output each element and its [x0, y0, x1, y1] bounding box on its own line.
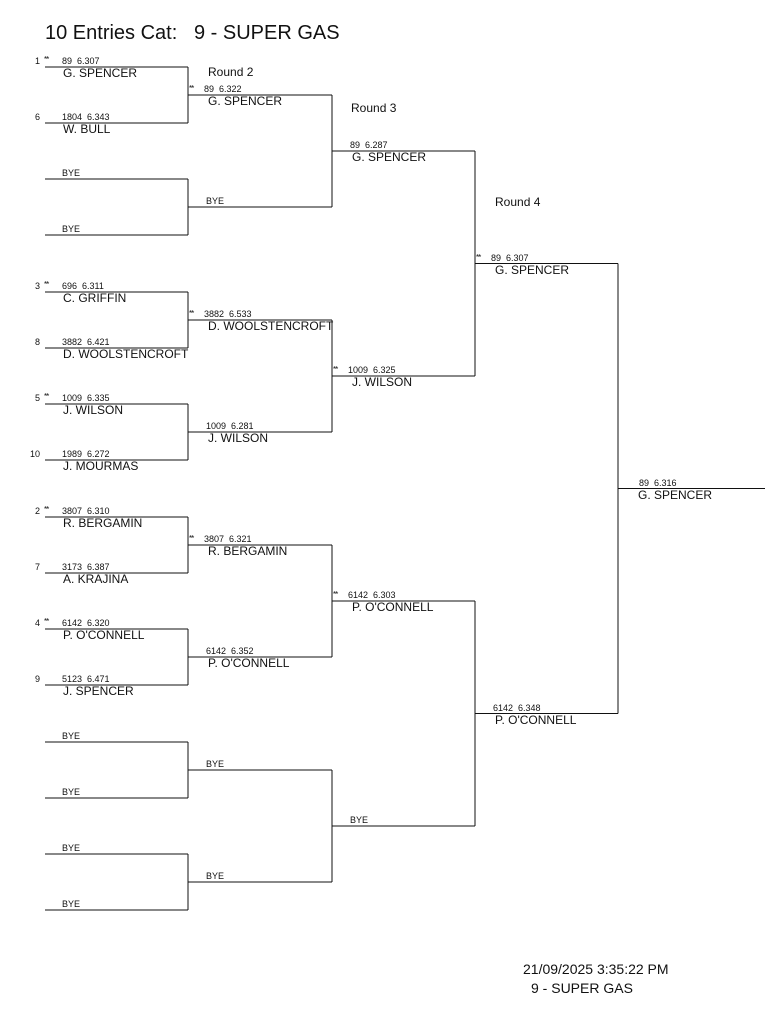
seed-number: 2 [34, 506, 40, 516]
bye-label: BYE [206, 196, 225, 206]
entry-name: G. SPENCER [352, 150, 427, 164]
entry-info: 89 6.307 [491, 252, 529, 263]
footer-timestamp: 21/09/2025 3:35:22 PM [523, 961, 669, 977]
entry-name: C. GRIFFIN [63, 291, 127, 305]
seed-number: 7 [34, 562, 40, 572]
entry-info: 3882 6.533 [204, 309, 252, 319]
entry-info: 1009 6.325 [348, 365, 396, 375]
entry-name: A. KRAJINA [63, 572, 129, 586]
entry-name: W. BULL [63, 122, 111, 136]
entry-name: G. SPENCER [63, 66, 138, 80]
entry-info: 3807 6.321 [204, 534, 252, 544]
bye-label: BYE [62, 224, 81, 234]
entry-name: R. BERGAMIN [208, 544, 288, 558]
seed-number: 5 [34, 393, 40, 403]
bye-label: BYE [62, 787, 81, 797]
bye-label: BYE [62, 731, 81, 741]
seed-number: 10 [29, 449, 40, 459]
seed-number: 9 [34, 674, 40, 684]
bye-label: BYE [62, 899, 81, 909]
entry-info: 3807 6.310 [62, 506, 110, 516]
advance-marker: ** [333, 590, 338, 599]
advance-marker: ** [44, 55, 49, 64]
entry-info: 6142 6.303 [348, 590, 396, 600]
round-3-label: Round 3 [351, 101, 397, 115]
entry-info: 696 6.311 [62, 281, 104, 291]
advance-marker: ** [44, 505, 49, 514]
advance-marker: ** [189, 84, 194, 93]
advance-marker: ** [189, 309, 194, 318]
entry-info: 1009 6.335 [62, 393, 110, 403]
advance-marker: ** [44, 392, 49, 401]
seed-number: 3 [34, 281, 40, 291]
entry-name: J. WILSON [63, 403, 124, 417]
entry-info: 5123 6.471 [62, 674, 110, 684]
entry-info: 3882 6.421 [62, 337, 110, 347]
bracket-title: 10 Entries Cat: 9 - SUPER GAS [45, 22, 340, 44]
entry-info: 1804 6.343 [62, 112, 110, 122]
entry-info: 3173 6.387 [62, 562, 110, 572]
bye-label: BYE [206, 871, 225, 881]
advance-marker: ** [44, 617, 49, 626]
entry-name: P. O'CONNELL [63, 628, 145, 642]
seed-number: 1 [34, 56, 40, 66]
seed-number: 4 [34, 618, 40, 628]
entry-name: J. SPENCER [63, 684, 134, 698]
footer-category: 9 - SUPER GAS [531, 980, 633, 996]
entry-info: 6142 6.320 [62, 618, 110, 628]
round-4-label: Round 4 [495, 195, 541, 209]
entry-name: D. WOOLSTENCROFT [63, 347, 189, 361]
round-2-label: Round 2 [208, 65, 254, 79]
seed-number: 8 [34, 337, 40, 347]
entry-name: D. WOOLSTENCROFT [208, 319, 334, 333]
entry-info: 1009 6.281 [206, 421, 254, 431]
advance-marker: ** [189, 534, 194, 543]
advance-marker: ** [476, 252, 481, 262]
winner-name: G. SPENCER [638, 487, 713, 502]
entry-info: 89 6.316 [639, 477, 677, 488]
entry-name: R. BERGAMIN [63, 516, 143, 530]
seed-number: 6 [34, 112, 40, 122]
entry-name: P. O'CONNELL [495, 712, 577, 727]
bye-label: BYE [62, 168, 81, 178]
advance-marker: ** [333, 365, 338, 374]
entry-name: G. SPENCER [495, 262, 570, 277]
entry-name: J. WILSON [208, 431, 269, 445]
entry-info: 1989 6.272 [62, 449, 110, 459]
bye-label: BYE [206, 759, 225, 769]
advance-marker: ** [44, 280, 49, 289]
entry-info: 89 6.322 [204, 84, 242, 94]
bye-label: BYE [62, 843, 81, 853]
entry-info: 89 6.307 [62, 56, 100, 66]
entry-info: 89 6.287 [350, 140, 388, 150]
entry-name: P. O'CONNELL [352, 600, 434, 614]
entry-info: 6142 6.348 [493, 702, 541, 713]
entry-name: J. WILSON [352, 375, 413, 389]
bye-label: BYE [350, 815, 369, 825]
entry-name: P. O'CONNELL [208, 656, 290, 670]
entry-name: G. SPENCER [208, 94, 283, 108]
entry-info: 6142 6.352 [206, 646, 254, 656]
entry-name: J. MOURMAS [63, 459, 139, 473]
